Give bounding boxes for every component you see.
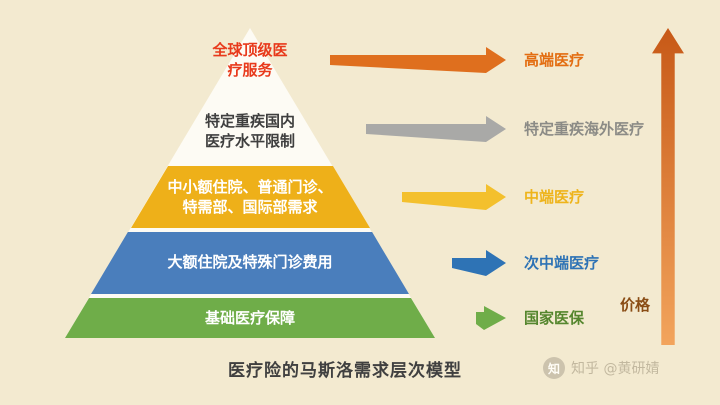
tier-3-line-1: 中小额住院、普通门诊、 [167,178,333,196]
pyramid-tier-5-label: 基础医疗保障 [100,308,400,328]
pyramid-tier-4-shape [91,232,409,294]
tier-3-line-2: 特需部、国际部需求 [182,198,318,216]
arrow-right-tier-4 [452,250,506,276]
arrow-right-tier-3 [402,184,506,210]
legend-label-mid-end: 中端医疗 [524,188,585,206]
tier-1-line-1: 全球顶级医 [212,41,288,59]
tier-2-line-1: 特定重疾国内 [204,112,295,130]
pyramid-tier-3-label: 中小额住院、普通门诊、 特需部、国际部需求 [100,177,400,217]
tier-4-line-1: 大额住院及特殊门诊费用 [167,253,333,271]
pyramid-tier-5-shape [65,298,435,338]
pyramid-tier-1-label: 全球顶级医 疗服务 [100,40,400,80]
pyramid-tier-3-shape [131,166,370,228]
tier-5-line-1: 基础医疗保障 [204,309,295,327]
legend-label-high-end: 高端医疗 [524,51,585,69]
legend-label-national-insurance: 国家医保 [524,309,585,327]
tier-1-line-2: 疗服务 [227,61,273,79]
watermark: 知 知乎 @黄研婧 [543,357,659,379]
tier-2-line-2: 医疗水平限制 [204,132,295,150]
watermark-text: 知乎 @黄研婧 [571,361,660,377]
pyramid-tier-4-label: 大额住院及特殊门诊费用 [100,252,400,272]
price-axis-label: 价格 [620,296,651,314]
legend-label-sub-mid-end: 次中端医疗 [524,254,600,272]
price-axis-up-arrow-icon [652,28,684,345]
pyramid-tier-2-label: 特定重疾国内 医疗水平限制 [100,111,400,151]
zhihu-logo-icon: 知 [543,357,565,379]
legend-label-overseas: 特定重疾海外医疗 [524,120,645,138]
arrow-right-tier-5 [476,306,506,330]
diagram-caption: 医疗险的马斯洛需求层次模型 [228,361,462,381]
